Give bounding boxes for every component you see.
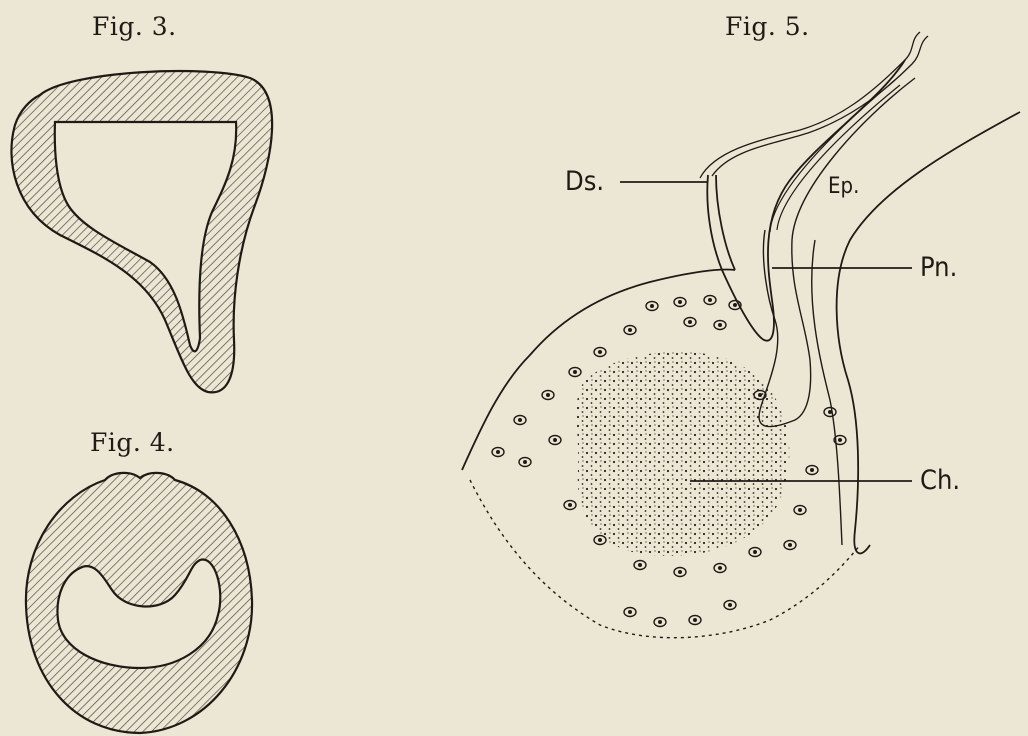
fig3-caption: Fig. 3. (92, 12, 177, 41)
fig5-label-ds: Ds. (565, 168, 604, 195)
fig3-drawing (11, 71, 272, 392)
fig5-label-pn: Pn. (920, 254, 957, 281)
fig4-drawing (26, 473, 252, 733)
fig5-label-ch: Ch. (920, 467, 960, 494)
fig5-label-ep: Ep. (828, 176, 859, 198)
fig5-drawing (462, 32, 1020, 638)
fig4-caption: Fig. 4. (90, 428, 175, 457)
fig5-caption: Fig. 5. (725, 12, 810, 41)
